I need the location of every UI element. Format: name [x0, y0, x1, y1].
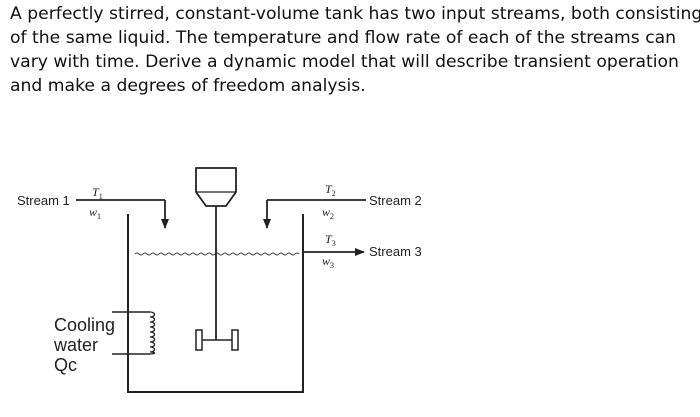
- impeller: [195, 329, 239, 351]
- cooling-coil: [112, 311, 156, 355]
- problem-line-3: vary with time. Derive a dynamic model t…: [10, 52, 679, 72]
- cooling-label-line-1: Cooling: [54, 315, 115, 335]
- problem-line-4: and make a degrees of freedom analysis.: [10, 76, 366, 96]
- stream-1-label: Stream 1: [17, 193, 70, 208]
- stream-1-inlet: [76, 199, 169, 229]
- stream-3-temperature: T3: [325, 232, 336, 248]
- stream-3-label: Stream 3: [369, 244, 422, 259]
- stirrer-motor: [195, 167, 237, 207]
- tank-wall: [127, 214, 304, 393]
- problem-statement: A perfectly stirred, constant-volume tan…: [10, 2, 700, 98]
- stream-2-temperature: T2: [325, 182, 336, 198]
- problem-line-2: of the same liquid. The temperature and …: [10, 28, 677, 48]
- cooling-label-line-3: Qc: [54, 355, 77, 375]
- liquid-level: [134, 252, 300, 256]
- stream-2-inlet: [263, 199, 366, 229]
- cooling-label-line-2: water: [53, 335, 98, 355]
- stream-1-flow: w1: [89, 205, 101, 221]
- stream-2-label: Stream 2: [369, 193, 422, 208]
- problem-line-1: A perfectly stirred, constant-volume tan…: [10, 4, 700, 24]
- stream-1-temperature: T1: [92, 185, 103, 201]
- stream-2-flow: w2: [322, 205, 334, 221]
- stream-3-flow: w3: [322, 254, 334, 270]
